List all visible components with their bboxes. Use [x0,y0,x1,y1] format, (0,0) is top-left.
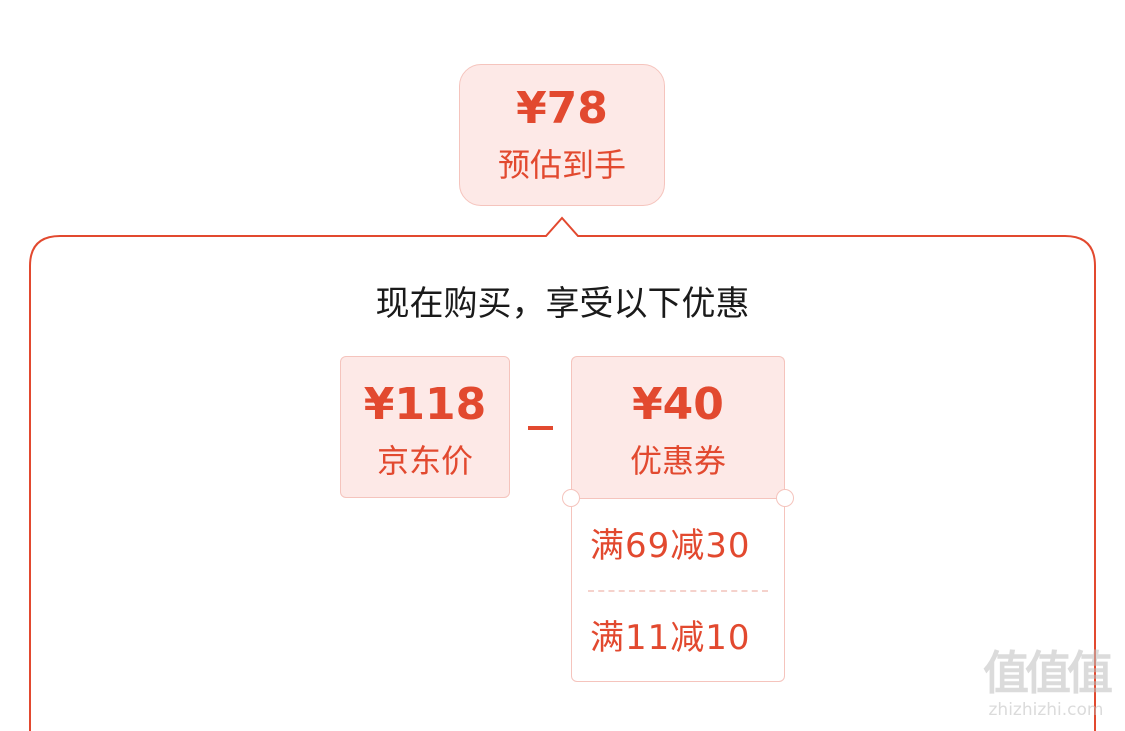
coupon-rule: 满69减30 [590,526,751,566]
jd-price-box: ¥118 京东价 [340,356,510,498]
minus-operator [528,426,553,430]
jd-price: ¥118 [363,379,487,430]
watermark-logo: 值值值 [983,646,1113,700]
watermark-url: zhizhizhi.com [988,700,1104,720]
coupon-header: ¥40 优惠券 [571,356,785,498]
estimated-price-label: 预估到手 [497,146,626,184]
promo-headline: 现在购买，享受以下优惠 [375,284,750,324]
jd-price-label: 京东价 [376,442,473,480]
coupon-notch-right [776,489,794,507]
coupon-rules: 满69减30 满11减10 [571,498,785,682]
site-watermark: 值值值 zhizhizhi.com [972,650,1120,719]
coupon-rule-divider [588,590,768,592]
coupon-notch-left [562,489,580,507]
coupon-amount: ¥40 [632,379,724,430]
estimated-price: ¥78 [516,83,608,134]
coupon-label: 优惠券 [629,442,726,480]
coupon-rule: 满11减10 [590,618,751,658]
coupon-card[interactable]: ¥40 优惠券 满69减30 满11减10 [562,356,794,682]
estimated-price-badge: ¥78 预估到手 [459,64,665,206]
